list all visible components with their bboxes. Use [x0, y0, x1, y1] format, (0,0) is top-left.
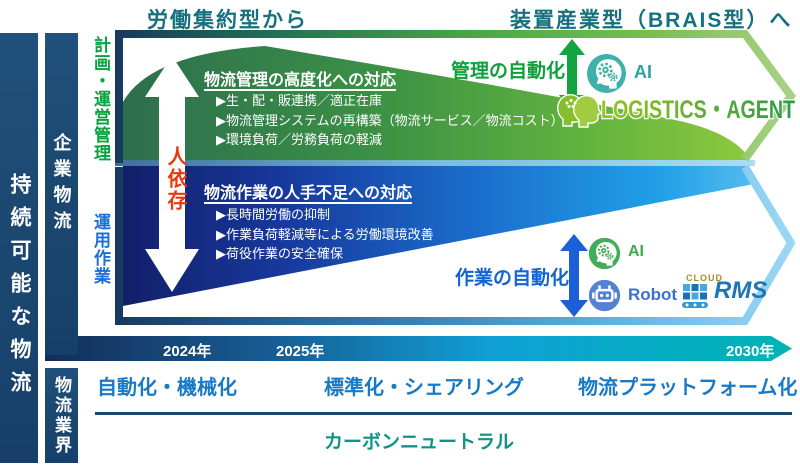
management-section-heading: 物流管理の高度化への対応	[204, 72, 397, 89]
rms-label: RMS	[714, 277, 768, 304]
timeline-year-2030: 2030年	[726, 343, 775, 360]
management-bullet-3: ▶環境負荷／労務負荷の軽減	[216, 132, 382, 147]
management-section-bullets: ▶生・配・販連携／適正在庫 ▶物流管理システムの再構築（物流サービス／物流コスト…	[216, 91, 564, 150]
header-labor-intensive: 労働集約型から	[147, 9, 308, 32]
sidebar-sustainable-logistics-bar: 持続可能な物流	[0, 33, 38, 463]
work-bullet-3: ▶荷役作業の安全確保	[216, 246, 343, 261]
sidebar-logistics-industry-bar: 物流業界	[45, 368, 78, 463]
management-automation-arrow	[559, 39, 585, 111]
industry-item-automation: 自動化・機械化	[97, 377, 237, 399]
logistics-industry-label: 物流業界	[52, 375, 71, 456]
logistics-agent-logo-text: LOGISTICS・AGENT	[601, 96, 795, 124]
work-arrow-outline	[115, 164, 796, 325]
work-section-heading: 物流作業の人手不足への対応	[204, 185, 413, 202]
management-ai-label: AI	[634, 62, 652, 82]
robot-icon	[588, 279, 621, 312]
work-ai-icon	[588, 237, 621, 270]
industry-row-divider	[95, 412, 792, 415]
header-equipment-industry: 装置産業型（BRAIS型）へ	[510, 9, 793, 32]
management-arrow-outline	[115, 30, 796, 163]
management-green-wedge	[123, 46, 749, 160]
management-ai-icon	[586, 53, 627, 94]
robot-label: Robot	[628, 285, 678, 304]
rms-grid-icon	[682, 284, 708, 308]
logistics-agent-heads-icon	[555, 91, 603, 128]
work-blue-wedge	[123, 166, 754, 306]
timeline-year-2024: 2024年	[163, 343, 212, 360]
human-dependence-arrow	[145, 56, 199, 292]
rms-cloud-label: CLOUD	[686, 273, 723, 283]
operation-work-label: 運用作業	[91, 213, 110, 285]
timeline-year-2025: 2025年	[276, 343, 325, 360]
corporate-logistics-label: 企業物流	[51, 133, 72, 237]
sustainable-logistics-label: 持続可能な物流	[8, 173, 31, 404]
industry-item-platform: 物流プラットフォーム化	[578, 377, 798, 399]
management-bullet-1: ▶生・配・販連携／適正在庫	[216, 93, 382, 108]
human-dependence-label: 人依存	[164, 146, 186, 212]
management-bullet-2: ▶物流管理システムの再構築（物流サービス／物流コスト）	[216, 112, 564, 128]
cloud-rms-logo: CLOUD RMS	[680, 273, 775, 313]
work-section-bullets: ▶長時間労働の抑制 ▶作業負荷軽減等による労働環境改善 ▶荷役作業の安全確保	[216, 205, 434, 264]
work-automation-label: 作業の自動化	[455, 268, 570, 289]
management-automation-label: 管理の自動化	[451, 61, 566, 82]
work-ai-label: AI	[628, 243, 644, 260]
industry-item-standardization: 標準化・シェアリング	[324, 377, 524, 399]
work-bullet-2: ▶作業負荷軽減等による労働環境改善	[216, 226, 434, 242]
carbon-neutral-label: カーボンニュートラル	[324, 432, 515, 453]
work-automation-arrow	[560, 234, 588, 317]
logistics-agent-logo: LOGISTICS・AGENT	[601, 95, 797, 125]
work-bullet-1: ▶長時間労働の抑制	[216, 207, 330, 222]
sidebar-corporate-logistics-bar: 企業物流	[45, 33, 78, 355]
timeline-arrow	[45, 336, 792, 361]
planning-management-label: 計画・運営管理	[91, 36, 110, 162]
mid-separator	[115, 160, 755, 166]
